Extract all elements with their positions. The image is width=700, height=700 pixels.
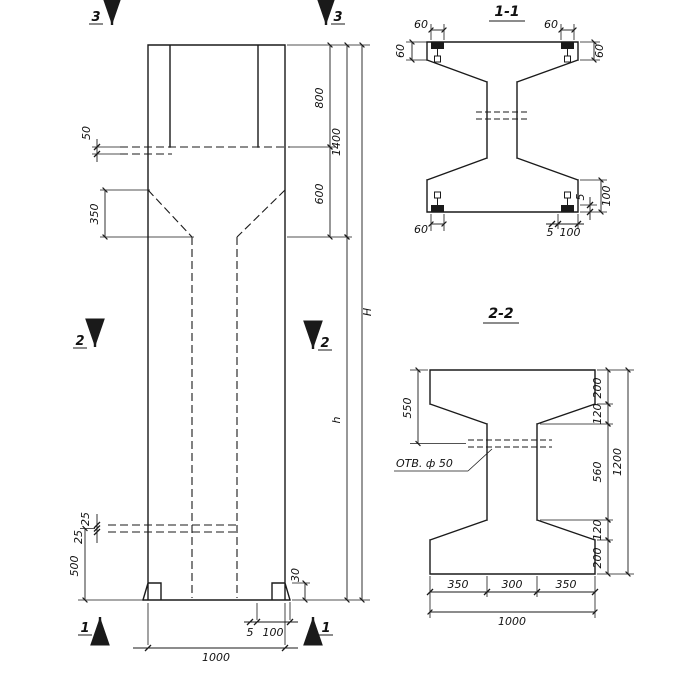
plate-anchors	[434, 49, 571, 205]
dim-600-label: 600	[313, 184, 326, 205]
dim-200-top-label: 200	[591, 378, 604, 399]
dim-100-bottom-label: 100	[560, 226, 581, 239]
dim-1400-label: 1400	[330, 128, 343, 156]
embedded-plate-top-right	[561, 42, 574, 49]
dim-350-left-label: 350	[448, 578, 469, 591]
dim-60-top-right-label: 60	[544, 18, 558, 31]
dim-60-top-left-label: 60	[414, 18, 428, 31]
section-2-2-dim-ticks	[426, 588, 599, 596]
section-1-1-title: 1-1	[494, 4, 519, 20]
dim-25-lower-label: 25	[72, 530, 85, 544]
dim-350-label: 350	[88, 204, 101, 225]
embedded-plate-bottom-left	[431, 205, 444, 212]
embedded-plate-bottom-right	[561, 205, 574, 212]
dim-60-left-label: 60	[394, 44, 407, 58]
section-marker-1-left: 1	[80, 621, 89, 636]
hole-diameter-label: ОТВ. ф 50	[396, 457, 453, 470]
dim-100-label: 100	[263, 626, 284, 639]
section-1-1-view: 1-1 60 60 60 60 60 5 100 5 100	[394, 4, 613, 239]
dim-5-right-label: 5	[574, 194, 587, 201]
dim-60-right-label: 60	[593, 44, 606, 58]
dim-120-top-label: 120	[591, 404, 604, 425]
dim-60-bottom-left-label: 60	[414, 223, 428, 236]
dim-30-label: 30	[289, 568, 302, 582]
dim-5-label: 5	[247, 626, 254, 639]
section-2-2-title: 2-2	[488, 306, 513, 322]
dim-200-bottom-label: 200	[591, 548, 604, 569]
elevation-hidden-lines	[108, 146, 290, 598]
dim-height-shaft-label: h	[330, 416, 343, 423]
section-1-1-web-dashes	[476, 111, 528, 120]
section-marker-2-right: 2	[320, 336, 329, 351]
section-2-2-hole-dashes	[468, 439, 552, 448]
section-marker-2-left: 2	[75, 334, 84, 349]
section-1-1-dim-ticks	[548, 201, 594, 228]
dim-1000-label: 1000	[202, 651, 230, 664]
embedded-plate-top-left	[431, 42, 444, 49]
elevation-dim-ticks	[93, 143, 294, 652]
section-2-2-outline	[429, 369, 596, 575]
section-2-2-view: 2-2 ОТВ. ф 50 550 200 120 560 120 200 12…	[394, 306, 634, 628]
elevation-view: 800 600 1400 h H 50 350 25 25 500 30 5 1…	[68, 0, 374, 664]
dim-500-label: 500	[68, 556, 81, 577]
dim-height-total-label: H	[361, 308, 374, 316]
section-marker-3-top-right: 3	[333, 10, 342, 25]
dim-1200-label: 1200	[611, 448, 624, 476]
dim-300-label: 300	[502, 578, 523, 591]
hole-label-leader	[394, 448, 493, 472]
section-1-1-outline	[426, 41, 579, 213]
section-marker-3-top-left: 3	[91, 10, 100, 25]
dim-350-right-label: 350	[556, 578, 577, 591]
dim-50-label: 50	[80, 126, 93, 140]
dim-550-label: 550	[401, 398, 414, 419]
dim-100-right-label: 100	[600, 186, 613, 207]
section-marker-underlines	[73, 23, 345, 636]
elevation-outline-lines	[142, 44, 291, 601]
dim-5-bottom-label: 5	[547, 226, 554, 239]
dim-560-label: 560	[591, 462, 604, 483]
dim-25-upper-label: 25	[79, 512, 92, 526]
dim-1000-bottom-label: 1000	[498, 615, 526, 628]
dim-120-bottom-label: 120	[591, 520, 604, 541]
section-marker-1-right: 1	[321, 621, 330, 636]
dim-800-label: 800	[313, 88, 326, 109]
